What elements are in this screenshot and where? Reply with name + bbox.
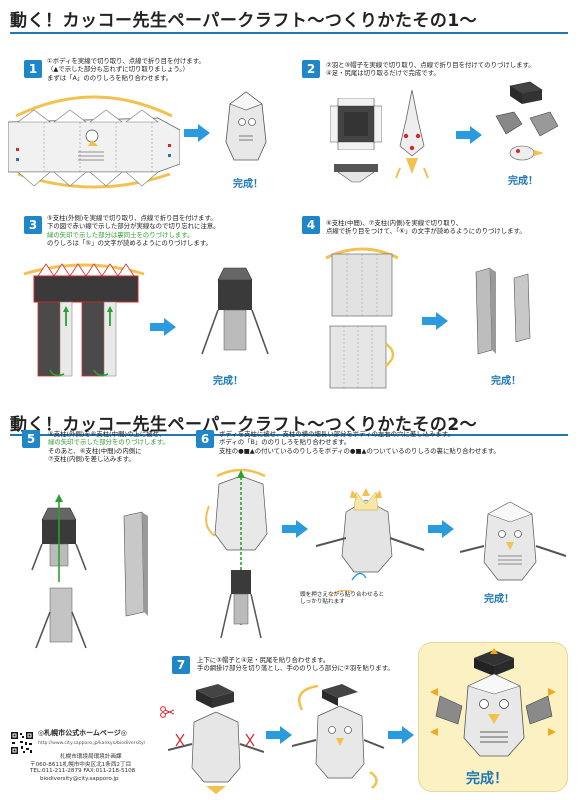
- step-4-line-1: ⑥支柱(中間)、⑦支柱(内側)を実線で切り取り、: [326, 219, 463, 227]
- step-5-instructions: ⑤支柱(外側)を⑥支柱(中間)の上に被せ、 緑の矢印で示した部分をのりづけします…: [48, 430, 169, 464]
- body-over-pillar-diagram: [205, 468, 268, 639]
- footer-email-link[interactable]: biodiversity@city.sapporo.jp: [40, 776, 119, 782]
- middle-inner-pillar-net-paper: [325, 247, 399, 389]
- step-6-instructions: ボディを支柱に被せ、支柱の横の細長い部分をボディの左右の穴に差し込みます。 ボデ…: [219, 430, 500, 455]
- bird-icon: [509, 145, 544, 161]
- step-1-line-3: まずは「A」ののりしろを貼り合わせます。: [47, 73, 173, 82]
- step-4-done-label: 完成！: [491, 376, 521, 387]
- step-number-5: 5: [22, 430, 40, 448]
- step-3-line-2: 下の図で赤い線で示した部分が実線なので切り忘れに注意。: [47, 222, 220, 231]
- step-7-line-1: 上下に③帽子と④足・尻尾を貼り合わせます。: [197, 656, 330, 664]
- hat-net-paper: [330, 98, 382, 150]
- step-3-instructions: ⑤支柱(外側)を実線で切り取り、点線で折り目を付けます。 下の図で赤い線で示した…: [47, 214, 220, 248]
- step-1-done-label: 完成！: [233, 179, 263, 190]
- right-arrow-icon: [428, 520, 454, 538]
- step-3-line-4: のりしろは「⑤」の文字が読めるようにのりづけします。: [47, 239, 212, 248]
- right-arrow-icon: [184, 124, 210, 142]
- step-6-done-label: 完成！: [484, 594, 514, 605]
- step-number-7: 7: [172, 656, 190, 674]
- step-3-line-1: ⑤支柱(外側)を実線で切り取り、点線で折り目を付けます。: [47, 214, 217, 222]
- footer-org: 札幌市環境局環境計画課: [60, 754, 122, 760]
- step-4-line-2: 点線で折り目をつけて、「⑥」の文字が読めるようにのりづけします。: [326, 227, 526, 236]
- step-7-instructions: 上下に③帽子と④足・尻尾を貼り合わせます。 手の網掛け部分を切り落とし、手ののり…: [197, 656, 394, 673]
- qr-code-icon[interactable]: [10, 731, 34, 755]
- step-6-line-3: 支柱の●■▲の付いているのりしろをボディの●■▲のついているのりしろの裏に貼り合…: [219, 446, 500, 455]
- outer-pillar-net-paper: [23, 263, 145, 377]
- step-6-line-1: ボディを支柱に被せ、支柱の横の細長い部分をボディの左右の穴に差し込みます。: [219, 430, 454, 438]
- step-1-line-2: （▲で示した部分も忘れずに切り取りましょう。）: [47, 65, 189, 74]
- pillar-insertion-diagram: [31, 494, 148, 649]
- step-number-6: 6: [196, 430, 214, 448]
- step-5-line-4: ⑦支柱(内側)を差し込みます。: [48, 455, 135, 464]
- right-arrow-icon: [388, 726, 414, 744]
- footer-site-label: ◎札幌市公式ホームページ◎: [38, 729, 127, 737]
- step-7-line-2: 手の網掛け部分を切り落とし、手ののりしろ部分に②羽を貼ります。: [197, 664, 394, 673]
- hat-icon: [509, 81, 543, 104]
- step-5-line-1: ⑤支柱(外側)を⑥支柱(中間)の上に被せ、: [48, 430, 166, 438]
- step-number-2: 2: [302, 60, 320, 78]
- page-title-part1: 動く！カッコー先生ペーパークラフト～つくりかたその1～: [10, 11, 478, 31]
- title-divider-1: [10, 32, 568, 34]
- step-5-line-3: そのあと、⑥支柱(中間)の内側に: [48, 446, 142, 455]
- right-arrow-icon: [150, 318, 176, 336]
- step-6-tip: 頭を押さえながら貼り合わせると しっかり貼れます: [300, 592, 384, 607]
- outer-pillar-assembled: [201, 267, 269, 355]
- step-number-3: 3: [24, 216, 42, 234]
- step-6-tip-line-2: しっかり貼れます: [300, 599, 345, 606]
- pillar-icon: [475, 267, 531, 355]
- step-3-done-label: 完成！: [213, 376, 243, 387]
- note-arrow-icon: [331, 590, 355, 595]
- right-arrow-icon: [456, 126, 482, 144]
- body-net-paper: [8, 95, 180, 189]
- step-2-instructions: ②羽と③帽子を実線で切り取り、点線で折り目を付けてのりづけします。 ④足・尻尾は…: [326, 61, 535, 78]
- step-7-done-label: 完成！: [466, 771, 508, 787]
- step-4-instructions: ⑥支柱(中間)、⑦支柱(内側)を実線で切り取り、 点線で折り目をつけて、「⑥」の…: [326, 219, 526, 236]
- right-arrow-icon: [282, 520, 308, 538]
- final-body-diagram: [292, 684, 385, 789]
- step-2-line-1: ②羽と③帽子を実線で切り取り、点線で折り目を付けてのりづけします。: [326, 61, 535, 69]
- step-2-done-label: 完成！: [508, 176, 538, 187]
- final-parts-diagram: [168, 684, 264, 794]
- step-6-tip-line-1: 頭を押さえながら貼り合わせると: [300, 592, 384, 598]
- step-3-line-3: 緑の矢印で示した部分は裏同士をのりづけします。: [47, 230, 194, 239]
- step-1-instructions: ①ボディを実線で切り取り、点線で折り目を付けます。 （▲で示した部分も忘れずに切…: [47, 57, 205, 82]
- title-divider-2: [10, 434, 568, 436]
- step-6-line-2: ボディの「B」ののりしろを貼り合わせます。: [219, 438, 351, 447]
- step-2-line-2: ④足・尻尾は切り取るだけで完成です。: [326, 69, 440, 78]
- footer-tel-fax: TEL:011-211-2879 FAX:011-218-5108: [30, 768, 136, 774]
- body-mounted-diagram: [460, 501, 567, 581]
- legs-tail-paper: [395, 90, 429, 179]
- footer-url-link[interactable]: http://www.city.sapporo.jp/kankyo/biodiv…: [38, 741, 146, 746]
- wing-net-paper: [334, 164, 378, 183]
- right-arrow-icon: [422, 312, 448, 330]
- body-assembled-1: [225, 91, 267, 161]
- body-gluing-diagram: [316, 488, 425, 581]
- scissors-icon: [160, 706, 174, 718]
- right-arrow-icon: [266, 726, 292, 744]
- step-5-line-2: 緑の矢印で示した部分をのりづけします。: [48, 438, 169, 447]
- finished-bird-icon: [430, 648, 556, 757]
- page-title-part2: 動く！カッコー先生ペーパークラフト～つくりかたその2～: [10, 415, 478, 435]
- step-number-1: 1: [24, 60, 42, 78]
- step-1-line-1: ①ボディを実線で切り取り、点線で折り目を付けます。: [47, 57, 205, 65]
- step-number-4: 4: [302, 216, 320, 234]
- footer-address: 〒060-8611札幌市中央区北1条西2丁目: [30, 762, 132, 768]
- wing-icon: [495, 111, 559, 137]
